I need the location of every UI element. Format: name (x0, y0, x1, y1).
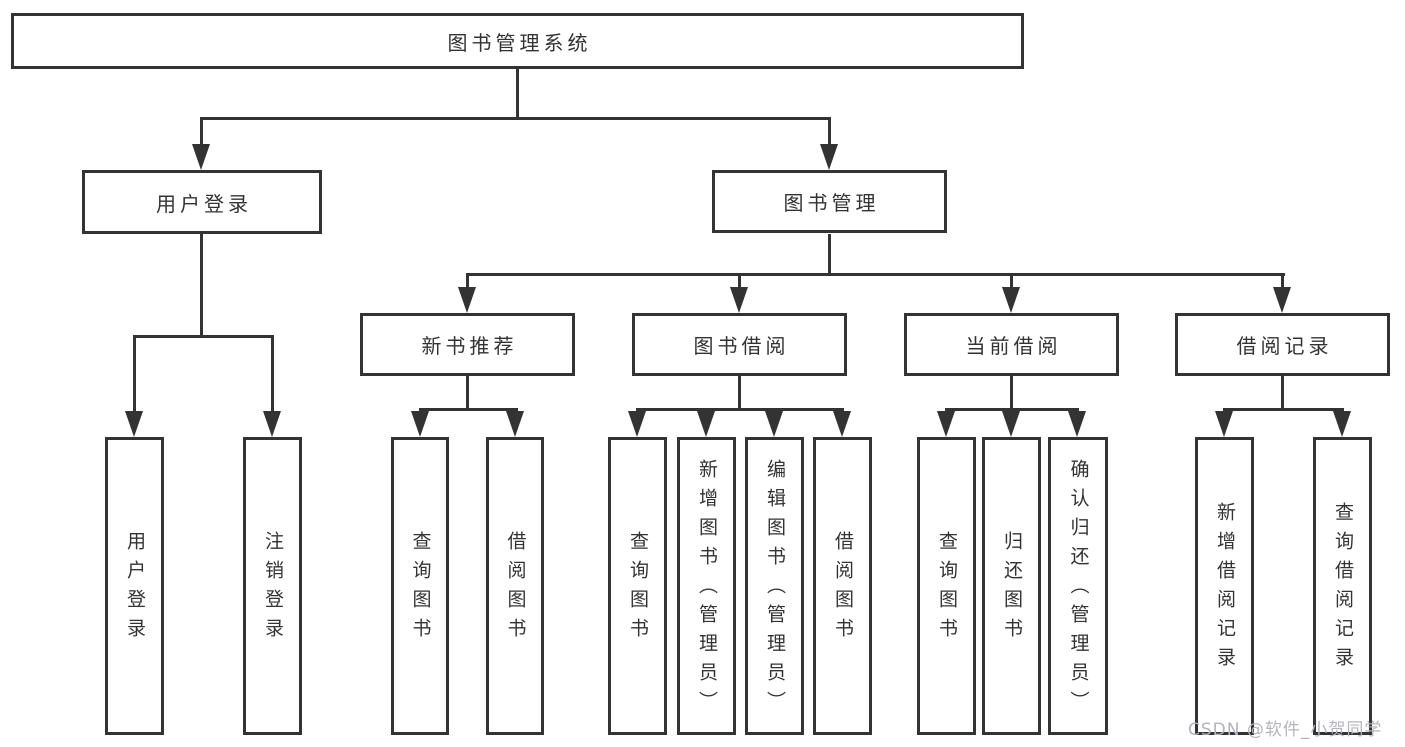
node-current-borrowing: 当前借阅 (904, 313, 1119, 376)
node-leaf-logout: 注销登录 (243, 437, 302, 735)
node-leaf-query-borrow-record: 查询借阅记录 (1313, 437, 1372, 735)
node-leaf-user-login: 用户登录 (105, 437, 164, 735)
arrowhead-down-icon (1002, 411, 1020, 437)
connector-stem (1010, 273, 1013, 291)
arrowhead-down-icon (192, 144, 210, 170)
arrowhead-down-icon (820, 144, 838, 170)
connector-hline (945, 408, 1079, 411)
node-leaf-add-book-admin: 新增图书（管理员） (677, 437, 736, 735)
arrowhead-down-icon (628, 411, 646, 437)
connector-hline (200, 117, 831, 120)
connector-hline (636, 408, 844, 411)
connector-stem (200, 117, 203, 149)
arrowhead-down-icon (1002, 287, 1020, 313)
arrowhead-down-icon (730, 287, 748, 313)
connector-stem (133, 335, 136, 415)
arrowhead-down-icon (937, 411, 955, 437)
connector-stem (1281, 376, 1284, 411)
arrowhead-down-icon (765, 411, 783, 437)
arrowhead-down-icon (697, 411, 715, 437)
connector-stem (466, 273, 469, 291)
node-user-login-branch: 用户登录 (82, 170, 322, 234)
arrowhead-down-icon (1273, 287, 1291, 313)
connector-stem (1281, 273, 1284, 291)
node-leaf-add-borrow-record: 新增借阅记录 (1195, 437, 1254, 735)
node-leaf-borrow-books-borrowing: 借阅图书 (813, 437, 872, 735)
node-leaf-confirm-return-admin: 确认归还（管理员） (1048, 437, 1108, 735)
watermark: CSDN @软件_小贺同学 (1188, 720, 1383, 740)
node-new-book-recommend: 新书推荐 (360, 313, 575, 376)
node-book-borrowing: 图书借阅 (632, 313, 847, 376)
node-leaf-borrow-books-recommend: 借阅图书 (486, 437, 544, 735)
connector-stem (516, 69, 519, 117)
arrowhead-down-icon (263, 411, 281, 437)
connector-stem (466, 376, 469, 411)
node-leaf-edit-book-admin: 编辑图书（管理员） (745, 437, 804, 735)
arrowhead-down-icon (1215, 411, 1233, 437)
connector-stem (200, 234, 203, 338)
connector-hline (419, 408, 518, 411)
arrowhead-down-icon (1333, 411, 1351, 437)
node-book-management-branch: 图书管理 (712, 170, 947, 233)
node-leaf-return-books: 归还图书 (982, 437, 1041, 735)
arrowhead-down-icon (506, 411, 524, 437)
connector-stem (828, 234, 831, 276)
node-leaf-query-books-borrowing: 查询图书 (608, 437, 667, 735)
connector-stem (1010, 376, 1013, 411)
node-library-system: 图书管理系统 (11, 13, 1024, 69)
connector-stem (738, 376, 741, 411)
node-borrowing-records: 借阅记录 (1175, 313, 1390, 376)
arrowhead-down-icon (411, 411, 429, 437)
connector-hline (133, 335, 274, 338)
node-leaf-query-books-recommend: 查询图书 (391, 437, 449, 735)
arrowhead-down-icon (833, 411, 851, 437)
connector-stem (828, 117, 831, 149)
node-leaf-query-books-current: 查询图书 (917, 437, 976, 735)
connector-hline (466, 273, 1285, 276)
arrowhead-down-icon (125, 411, 143, 437)
arrowhead-down-icon (1068, 411, 1086, 437)
connector-hline (1223, 408, 1344, 411)
connector-stem (271, 335, 274, 415)
arrowhead-down-icon (458, 287, 476, 313)
connector-stem (738, 273, 741, 291)
